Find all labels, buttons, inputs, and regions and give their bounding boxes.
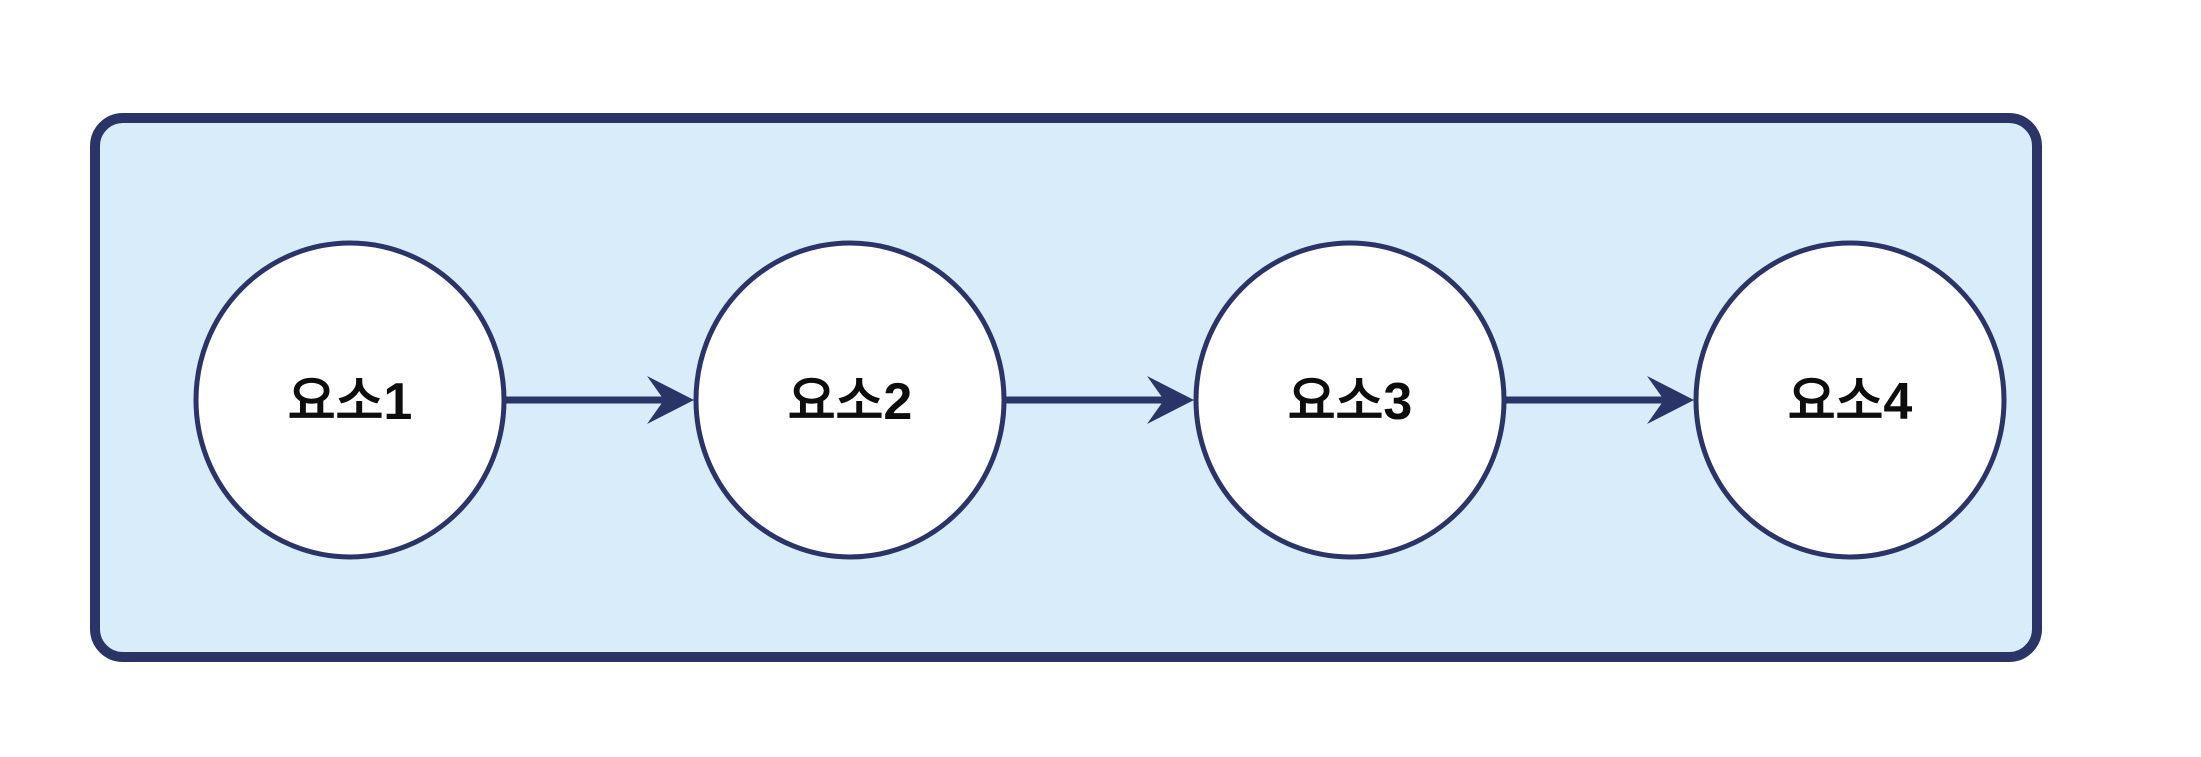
node-1: 요소1 [193,240,507,560]
node-3-circle [1193,240,1507,560]
node-4-circle [1693,240,2007,560]
node-4: 요소4 [1693,240,2007,560]
arrow-1-head-icon [647,376,694,424]
node-1-circle [193,240,507,560]
arrow-2-head-icon [1147,376,1194,424]
node-4-label: 요소4 [1788,373,1913,431]
node-2-circle [693,240,1007,560]
node-1-label: 요소1 [288,373,413,431]
node-3-label: 요소3 [1288,373,1413,431]
node-3: 요소3 [1193,240,1507,560]
node-2-label: 요소2 [788,373,913,431]
arrow-1 [506,376,694,424]
arrow-2 [1006,376,1194,424]
node-2: 요소2 [693,240,1007,560]
flow-container [90,113,2042,662]
arrow-3-head-icon [1647,376,1694,424]
arrow-3 [1506,376,1694,424]
